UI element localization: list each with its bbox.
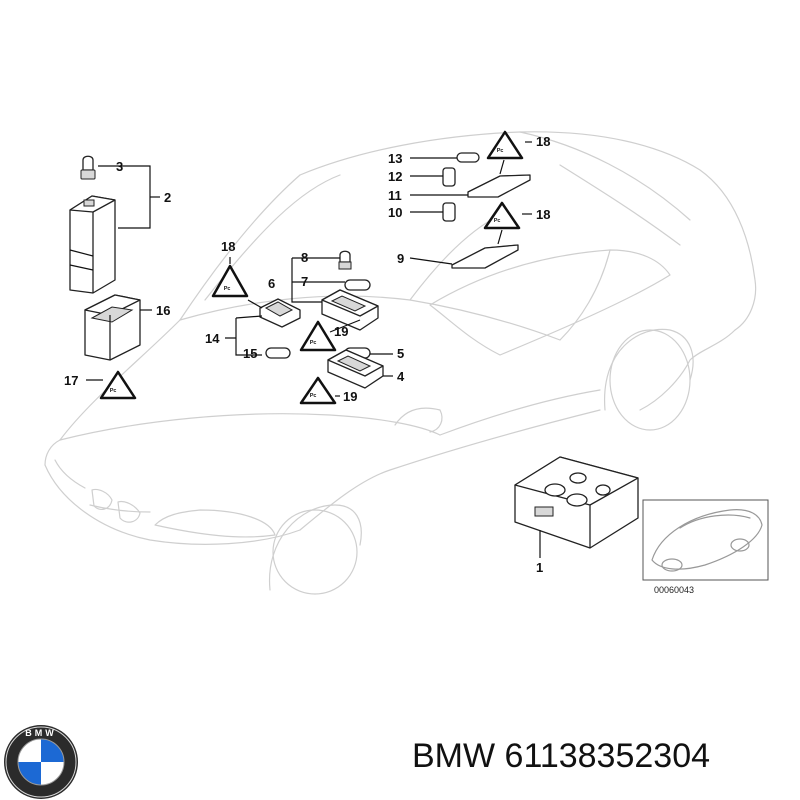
callout-17: 17 <box>64 373 78 388</box>
callout-5: 5 <box>397 346 404 361</box>
part-8-bulb <box>338 250 352 270</box>
part-9-lamp-lens <box>451 244 519 269</box>
part-4-lamp <box>327 349 384 389</box>
car-outline <box>44 131 757 595</box>
warning-triangle-18-mid: ᴾᶜ <box>483 201 521 230</box>
callout-3: 3 <box>116 159 123 174</box>
svg-text:ᴾᶜ: ᴾᶜ <box>497 147 503 156</box>
part-12-bulb <box>442 167 456 187</box>
callout-10: 10 <box>388 205 402 220</box>
part-16-lamp-housing <box>84 294 141 361</box>
callout-4: 4 <box>397 369 405 384</box>
callout-19-lower: 19 <box>343 389 357 404</box>
callout-14: 14 <box>205 331 220 346</box>
warning-triangle-19-lower: ᴾᶜ <box>299 376 337 405</box>
part-14-lamp <box>259 298 301 328</box>
warning-triangle-18-left: ᴾᶜ <box>211 264 249 298</box>
callout-16: 16 <box>156 303 170 318</box>
callout-12: 12 <box>388 169 402 184</box>
callout-18-top: 18 <box>536 134 550 149</box>
callout-11: 11 <box>388 188 402 203</box>
svg-text:ᴾᶜ: ᴾᶜ <box>110 387 116 396</box>
callout-6: 6 <box>268 276 275 291</box>
callout-9: 9 <box>397 251 404 266</box>
inset-thumbnail: 00060043 <box>642 499 769 595</box>
part-6-reading-light <box>321 289 379 331</box>
callout-18-left: 18 <box>221 239 235 254</box>
callout-7: 7 <box>301 274 308 289</box>
warning-triangle-18-top: ᴾᶜ <box>486 130 524 160</box>
callout-19-upper: 19 <box>334 324 348 339</box>
svg-text:ᴾᶜ: ᴾᶜ <box>310 392 316 401</box>
part-1-control-unit <box>514 456 639 549</box>
part-3-bulb <box>80 155 96 180</box>
part-15-festoon <box>265 347 291 359</box>
callout-18-mid: 18 <box>536 207 550 222</box>
bmw-logo-text: BMW <box>25 728 57 738</box>
svg-text:ᴾᶜ: ᴾᶜ <box>224 285 230 294</box>
warning-triangle-19-upper: ᴾᶜ <box>299 320 337 352</box>
callout-2: 2 <box>164 190 171 205</box>
part-13-festoon <box>456 152 480 163</box>
callout-13: 13 <box>388 151 402 166</box>
callout-15: 15 <box>243 346 257 361</box>
part-11-lamp-lens <box>467 174 531 198</box>
svg-text:ᴾᶜ: ᴾᶜ <box>310 339 316 348</box>
callout-1: 1 <box>536 560 543 575</box>
part-2-switch-unit <box>69 195 116 294</box>
callout-labels: 3 2 16 17 18 14 15 8 7 6 19 5 4 19 13 12… <box>64 134 550 575</box>
warning-triangle-17: ᴾᶜ <box>99 370 137 400</box>
part-10-bulb <box>442 202 456 222</box>
inset-code: 00060043 <box>654 585 694 595</box>
bmw-logo: BMW <box>4 725 78 799</box>
part-7-festoon <box>344 279 371 291</box>
svg-text:ᴾᶜ: ᴾᶜ <box>494 217 500 226</box>
part-number-caption: BMW 61138352304 <box>412 737 711 775</box>
callout-8: 8 <box>301 250 308 265</box>
leader-lines <box>86 141 541 558</box>
